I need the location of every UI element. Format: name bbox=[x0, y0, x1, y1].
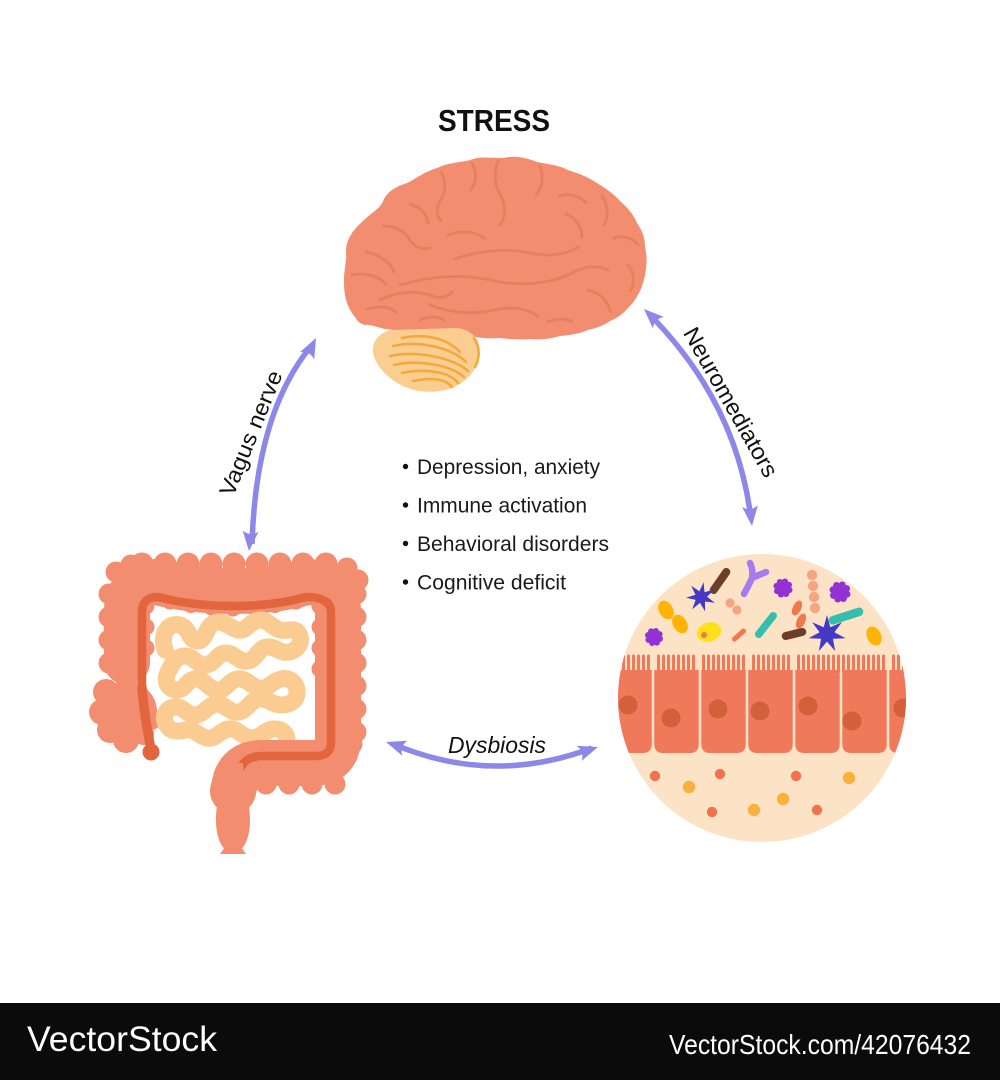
svg-text:Behavioral disorders: Behavioral disorders bbox=[417, 532, 609, 556]
svg-text:Dysbiosis: Dysbiosis bbox=[448, 732, 546, 758]
svg-text:STRESS: STRESS bbox=[438, 103, 550, 138]
svg-text:Immune activation: Immune activation bbox=[417, 494, 587, 518]
svg-text:Depression, anxiety: Depression, anxiety bbox=[417, 455, 600, 479]
svg-text:VectorStock: VectorStock bbox=[27, 1020, 218, 1059]
svg-text:Cognitive deficit: Cognitive deficit bbox=[417, 571, 566, 595]
svg-text:VectorStock.com/42076432: VectorStock.com/42076432 bbox=[669, 1029, 971, 1060]
